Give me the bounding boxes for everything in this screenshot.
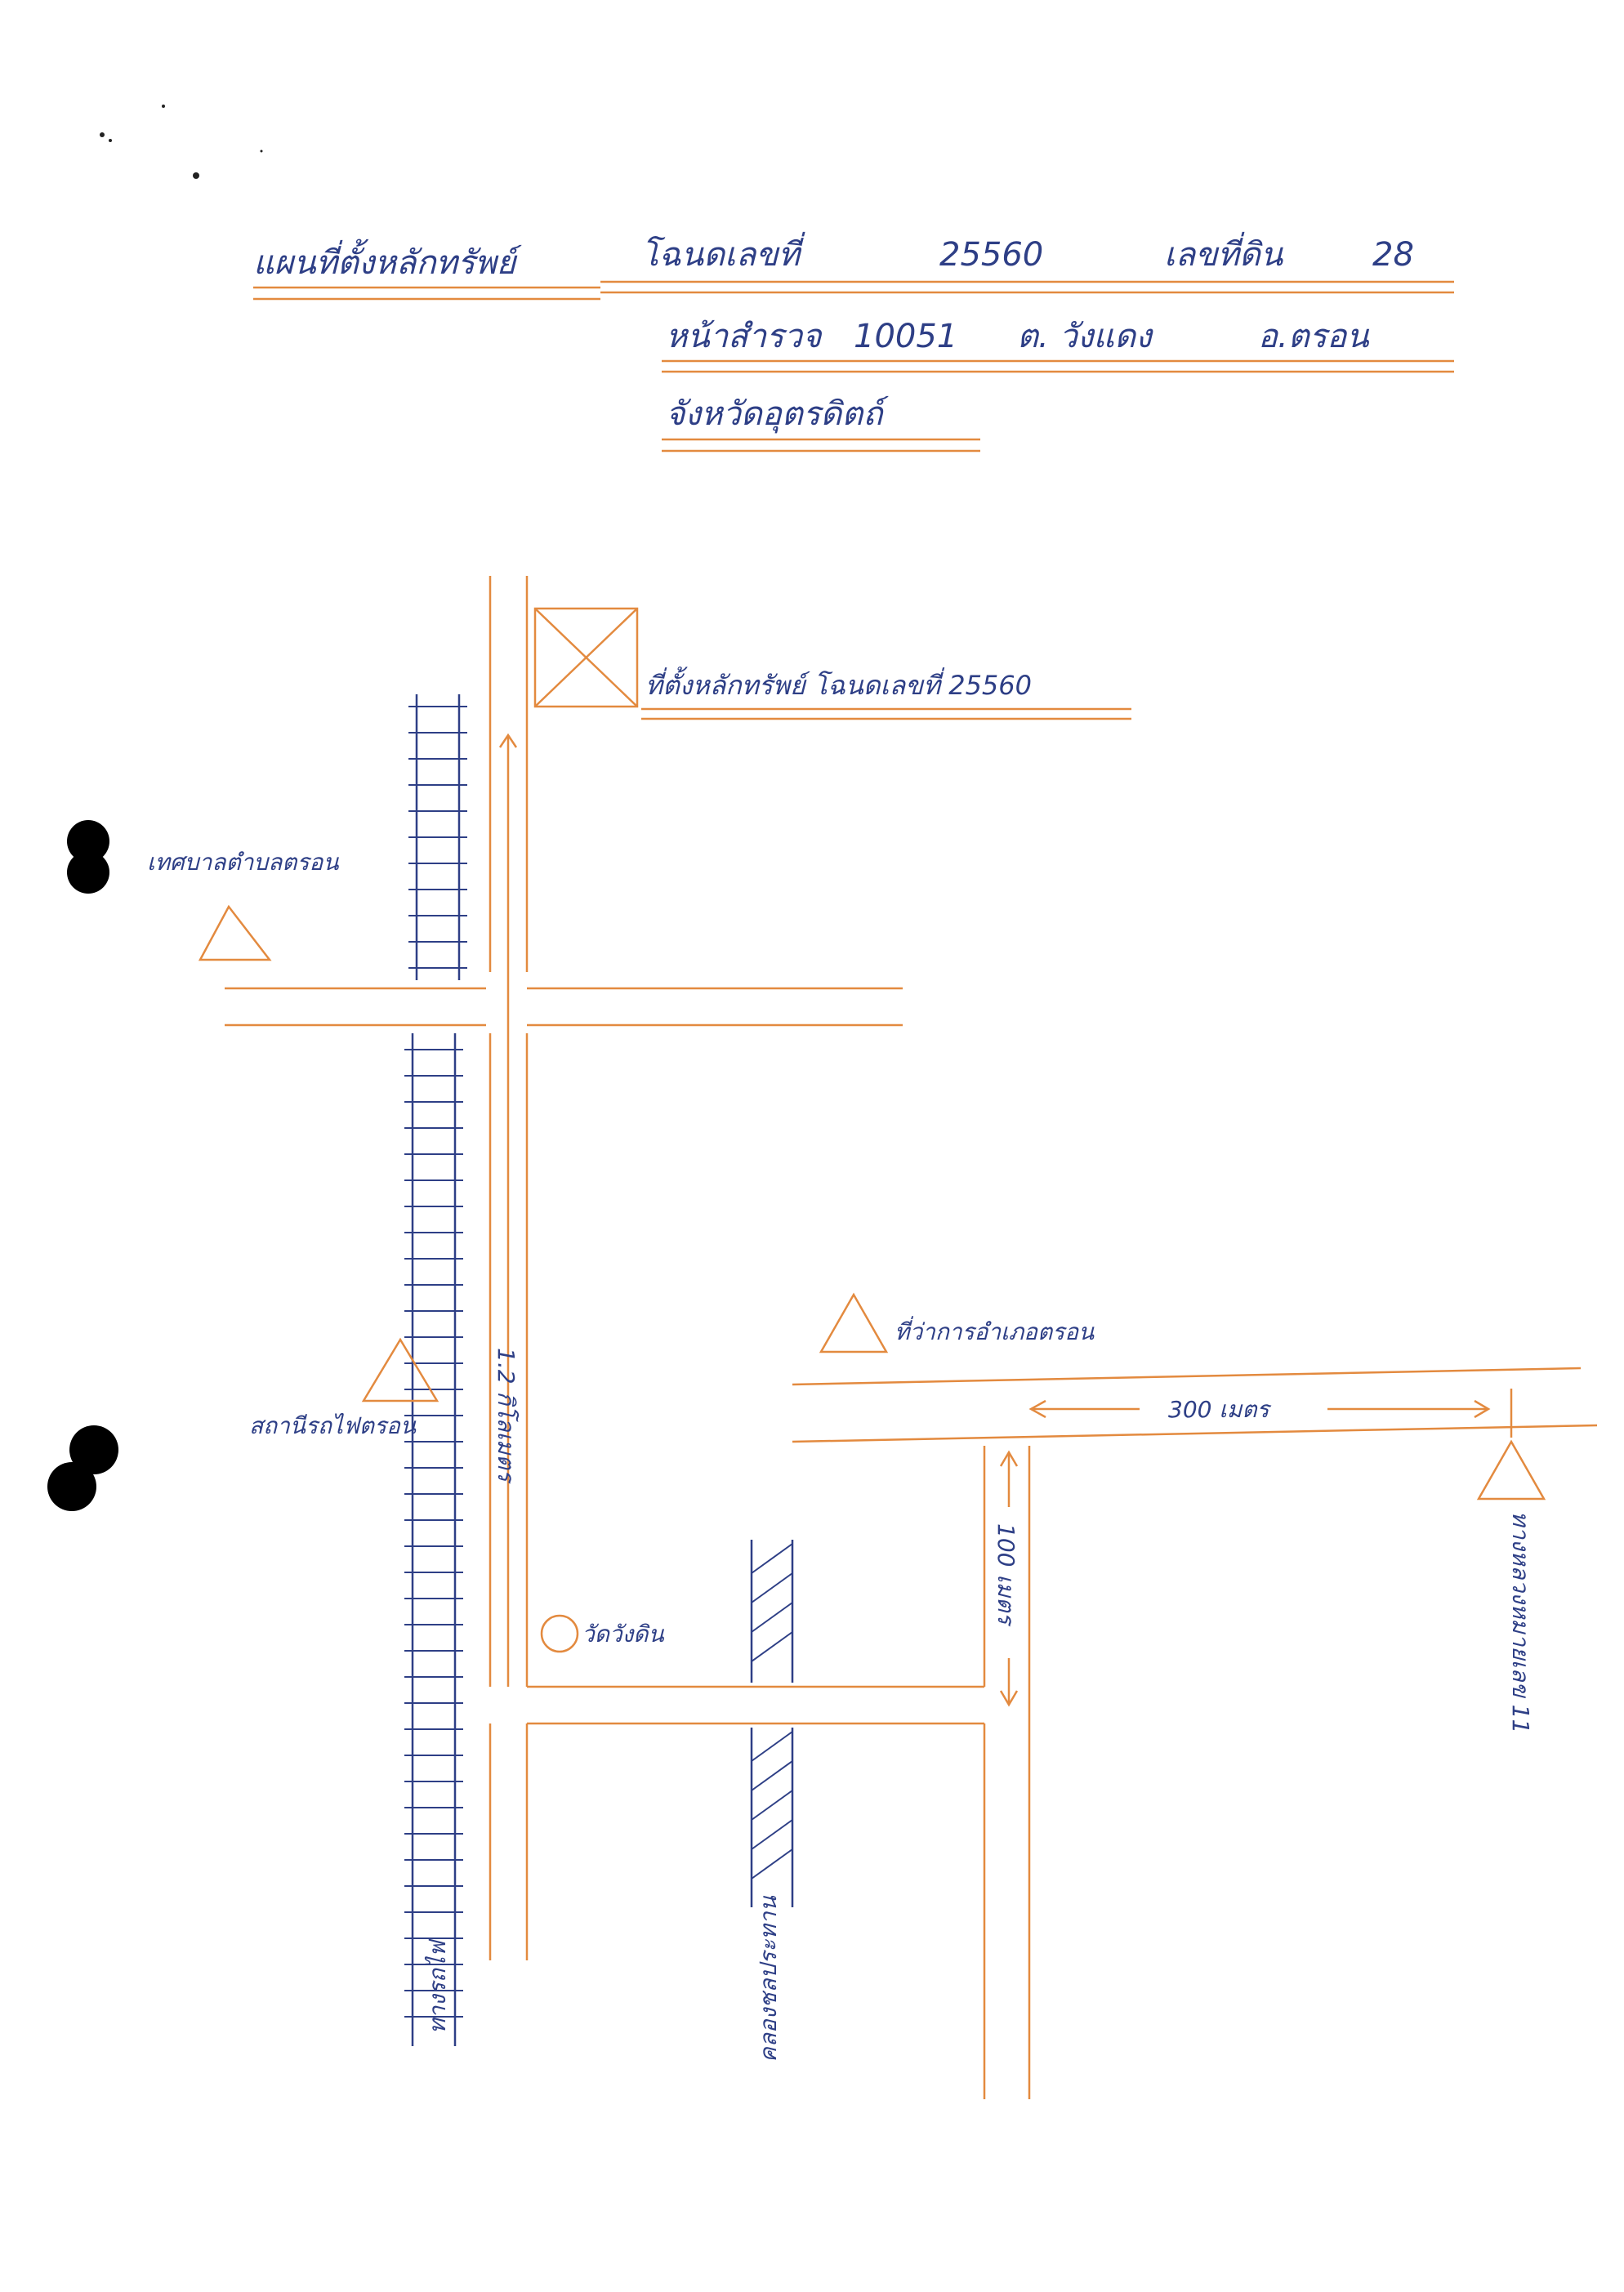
cross-road-south xyxy=(527,1446,1031,2099)
canal-hatch-stroke xyxy=(751,1760,793,1791)
canal-hatch-stroke xyxy=(751,1848,793,1880)
title-line1-deed-no: 25560 xyxy=(939,236,1043,274)
railway-label: ทางรถไฟ xyxy=(424,1938,451,2034)
property-label: ที่ตั้งหลักทรัพย์ โฉนดเลขที่ 25560 xyxy=(645,667,1032,701)
canal-hatch-stroke xyxy=(751,1602,793,1633)
highway-label: ทางหลวงหมายเลข 11 xyxy=(1507,1511,1534,1733)
distance-300m: 300 เมตร xyxy=(1028,1396,1491,1423)
title-line1-deed: โฉนดเลขที่ xyxy=(641,231,805,274)
title-line2-tambon: ต. วังแดง xyxy=(1017,318,1153,355)
landmark-temple: วัดวังดิน xyxy=(540,1614,664,1653)
irrigation-canal: คลองชลประทาน xyxy=(750,1540,794,2062)
canal-label: คลองชลประทาน xyxy=(755,1895,782,2062)
distance-100m-label: 100 เมตร xyxy=(993,1523,1019,1627)
canal-hatch-stroke xyxy=(751,1631,793,1662)
title-line2-amphoe: อ.ตรอน xyxy=(1258,318,1370,355)
title-line3-province: จังหวัดอุตรดิตถ์ xyxy=(666,395,889,434)
title-line1-land-no: 28 xyxy=(1372,236,1414,274)
canal-hatch-stroke xyxy=(751,1572,793,1603)
property-marker: ที่ตั้งหลักทรัพย์ โฉนดเลขที่ 25560 xyxy=(533,607,1131,720)
title-line1-text: แผนที่ตั้งหลักทรัพย์ xyxy=(253,239,522,282)
distance-300m-label: 300 เมตร xyxy=(1168,1396,1272,1423)
railway: ทางรถไฟ xyxy=(404,694,467,2046)
station-label: สถานีรถไฟตรอน xyxy=(249,1412,417,1439)
market-label: เทศบาลตำบลตรอน xyxy=(147,849,339,876)
title-line1-land: เลขที่ดิน xyxy=(1164,231,1284,274)
canal-hatch-stroke xyxy=(751,1731,793,1762)
temple-label: วัดวังดิน xyxy=(582,1621,664,1648)
district-label: ที่ว่าการอำเภอตรอน xyxy=(895,1316,1095,1345)
landmark-station: สถานีรถไฟตรอน xyxy=(249,1337,439,1439)
paper-specks xyxy=(100,105,263,179)
title-line2-survey: หน้าสำรวจ xyxy=(666,318,823,355)
highway-east xyxy=(792,1367,1598,1443)
landmark-district-office: ที่ว่าการอำเภอตรอน xyxy=(819,1292,1095,1353)
canal-hatch-stroke xyxy=(751,1543,793,1574)
route-arrow-north: 1.2 กิโลเมตร xyxy=(493,733,520,1687)
title-line2-survey-no: 10051 xyxy=(854,318,957,355)
canal-hatch-stroke xyxy=(751,1819,793,1850)
canal-hatch-stroke xyxy=(751,1790,793,1821)
distance-100m: 100 เมตร xyxy=(993,1450,1019,1707)
main-road xyxy=(489,576,529,1960)
title-block: แผนที่ตั้งหลักทรัพย์ โฉนดเลขที่ 25560 เล… xyxy=(253,231,1454,453)
redaction-marks xyxy=(47,820,118,1511)
landmark-market: เทศบาลตำบลตรอน xyxy=(147,849,339,961)
distance-1-2km: 1.2 กิโลเมตร xyxy=(493,1348,520,1484)
cross-road-north xyxy=(225,987,903,1027)
landmark-highway: ทางหลวงหมายเลข 11 xyxy=(1476,1439,1546,1733)
